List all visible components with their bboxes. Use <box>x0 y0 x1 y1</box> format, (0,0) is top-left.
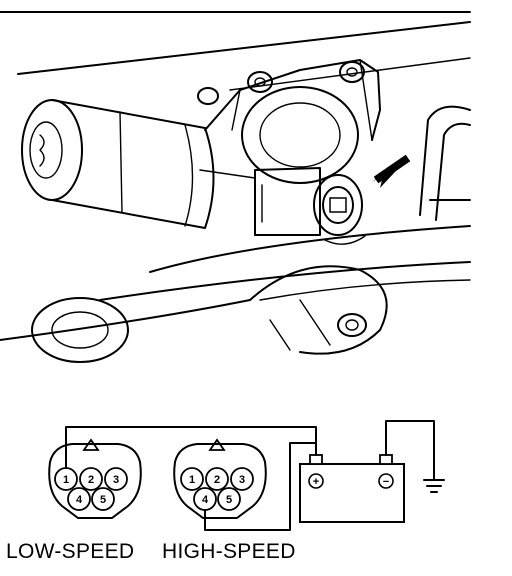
test-leads <box>65 420 435 531</box>
motor-body <box>21 99 215 229</box>
positive-terminal-symbol: + <box>308 473 324 489</box>
pin-label: 4 <box>76 494 83 506</box>
gear-housing <box>197 59 381 184</box>
pin-2: 2 <box>79 467 103 491</box>
pin-4: 4 <box>67 487 91 511</box>
wiper-motor-illustration <box>0 11 471 363</box>
pin-label: 3 <box>113 474 119 486</box>
pin-3: 3 <box>104 467 128 491</box>
battery: + − <box>299 454 405 523</box>
pin-label: 5 <box>226 494 232 506</box>
pin-2: 2 <box>205 467 229 491</box>
motor-connector <box>254 167 366 245</box>
pin-label: 1 <box>189 474 195 486</box>
pin-label: 2 <box>88 474 94 486</box>
ground-icon <box>423 479 445 493</box>
pin-label: 3 <box>239 474 245 486</box>
pin-label: 2 <box>214 474 220 486</box>
low-speed-lead <box>65 426 317 469</box>
pin-5: 5 <box>91 487 115 511</box>
connector-key-marker <box>82 438 100 451</box>
pin-label: 1 <box>63 474 69 486</box>
connector-pointer-arrow <box>372 154 411 188</box>
svg-text:+: + <box>313 476 319 488</box>
linkage-bracket <box>199 105 471 221</box>
high-speed-connector: 1 2 3 4 5 <box>173 438 267 519</box>
pin-1: 1 <box>180 467 204 491</box>
pin-label: 5 <box>100 494 106 506</box>
low-speed-connector: 1 2 3 4 5 <box>48 438 142 519</box>
high-speed-caption: HIGH-SPEED <box>162 540 296 563</box>
test-wiring-schematic: 1 2 3 4 5 1 <box>48 420 445 531</box>
pin-4: 4 <box>193 487 217 511</box>
high-speed-lead <box>204 442 317 531</box>
pin-3: 3 <box>230 467 254 491</box>
ground-lead <box>385 420 435 481</box>
pin-1: 1 <box>54 467 78 491</box>
pin-5: 5 <box>217 487 241 511</box>
negative-terminal-symbol: − <box>378 473 394 489</box>
lower-mount <box>31 265 388 363</box>
svg-text:−: − <box>383 476 389 488</box>
connector-key-marker <box>208 438 226 451</box>
pin-label: 4 <box>202 494 209 506</box>
low-speed-caption: LOW-SPEED <box>6 540 135 563</box>
